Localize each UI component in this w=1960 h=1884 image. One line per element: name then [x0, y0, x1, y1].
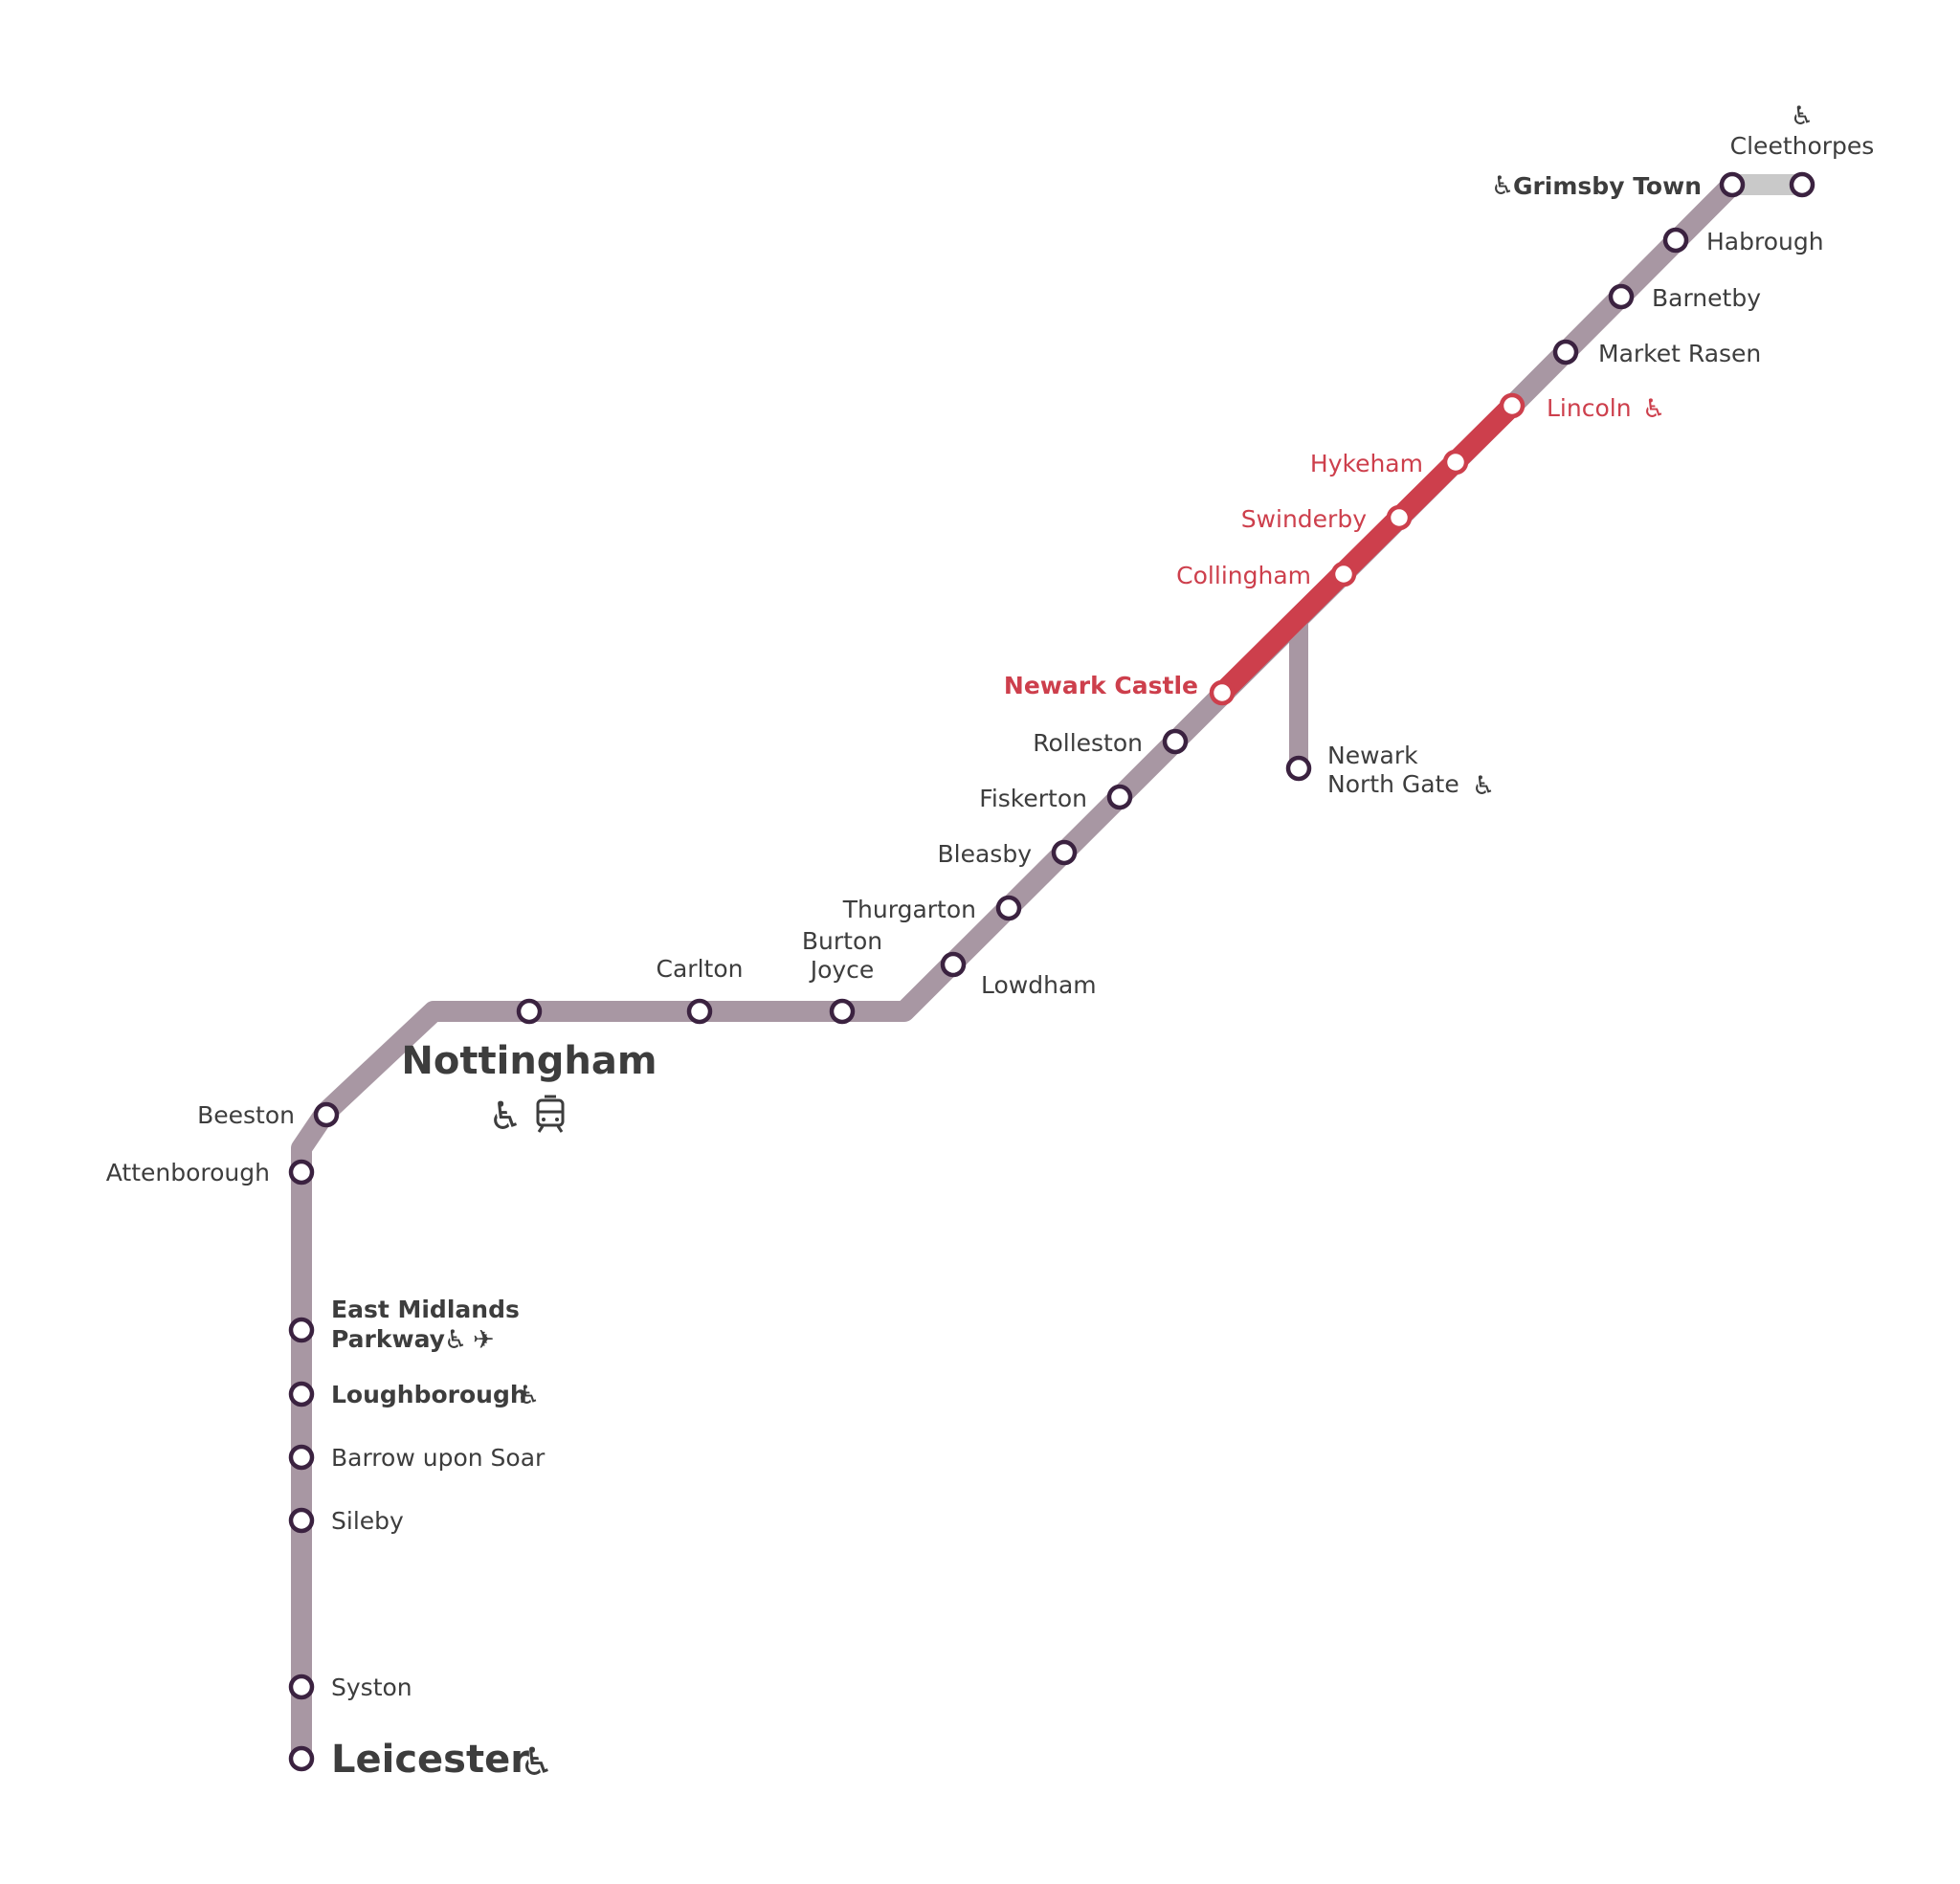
station-label-cleethorpes[interactable]: Cleethorpes: [1730, 132, 1875, 160]
station-label-thurgarton[interactable]: Thurgarton: [842, 896, 976, 923]
station-marker-hykeham[interactable]: [1442, 449, 1469, 476]
station-marker-nottingham[interactable]: [516, 998, 543, 1025]
station-label-bleasby[interactable]: Bleasby: [938, 840, 1033, 868]
station-label-beeston[interactable]: Beeston: [197, 1101, 295, 1129]
station-marker-grimsby-town[interactable]: [1719, 171, 1746, 198]
station-marker-lincoln[interactable]: [1499, 392, 1526, 419]
station-marker-newark-north-gate[interactable]: [1285, 755, 1312, 782]
station-label-hykeham[interactable]: Hykeham: [1310, 450, 1423, 477]
station-marker-attenborough[interactable]: [288, 1159, 315, 1186]
wheelchair-icon: ♿: [1491, 171, 1514, 201]
station-label-barnetby[interactable]: Barnetby: [1652, 284, 1761, 312]
station-marker-loughborough[interactable]: [288, 1381, 315, 1407]
wheelchair-icon: ♿: [444, 1325, 467, 1355]
station-label-newark-north-gate-line2[interactable]: North Gate: [1327, 770, 1459, 798]
station-label-sileby[interactable]: Sileby: [331, 1507, 404, 1535]
station-label-newark-north-gate-line1[interactable]: Newark: [1327, 742, 1418, 769]
station-marker-east-midlands-parkway[interactable]: [288, 1317, 315, 1343]
station-label-carlton[interactable]: Carlton: [657, 955, 744, 983]
station-label-newark-castle[interactable]: Newark Castle: [1004, 672, 1198, 699]
station-label-east-midlands-parkway-line1[interactable]: East Midlands: [331, 1296, 520, 1323]
wheelchair-icon: ♿: [517, 1381, 540, 1410]
station-label-habrough[interactable]: Habrough: [1706, 228, 1824, 255]
station-marker-collingham[interactable]: [1330, 561, 1357, 587]
station-label-nottingham[interactable]: Nottingham: [401, 1039, 657, 1083]
station-marker-cleethorpes[interactable]: [1789, 171, 1815, 198]
station-marker-burton-joyce[interactable]: [829, 998, 856, 1025]
station-marker-leicester[interactable]: [288, 1745, 315, 1772]
station-label-east-midlands-parkway-line2[interactable]: Parkway: [331, 1325, 445, 1353]
station-marker-sileby[interactable]: [288, 1507, 315, 1534]
station-label-leicester[interactable]: Leicester: [331, 1738, 529, 1782]
airplane-icon: ✈: [473, 1325, 495, 1355]
station-label-grimsby-town[interactable]: Grimsby Town: [1513, 172, 1702, 200]
station-label-syston[interactable]: Syston: [331, 1673, 412, 1701]
station-marker-thurgarton[interactable]: [995, 895, 1022, 921]
station-label-loughborough[interactable]: Loughborough: [331, 1381, 527, 1408]
station-marker-fiskerton[interactable]: [1106, 784, 1133, 810]
station-marker-barrow-upon-soar[interactable]: [288, 1444, 315, 1471]
station-label-burton-joyce-line1[interactable]: Burton: [802, 927, 882, 955]
station-label-swinderby[interactable]: Swinderby: [1241, 505, 1368, 533]
station-marker-syston[interactable]: [288, 1673, 315, 1700]
station-labels: ♿ Cleethorpes ♿ Grimsby Town Habrough Ba…: [106, 101, 1875, 1784]
station-marker-lowdham[interactable]: [940, 951, 967, 978]
station-label-collingham[interactable]: Collingham: [1176, 562, 1311, 589]
station-label-rolleston[interactable]: Rolleston: [1033, 729, 1143, 757]
station-label-market-rasen[interactable]: Market Rasen: [1598, 340, 1761, 367]
station-marker-bleasby[interactable]: [1051, 839, 1078, 866]
station-marker-carlton[interactable]: [686, 998, 713, 1025]
station-label-fiskerton[interactable]: Fiskerton: [979, 785, 1087, 812]
station-marker-beeston[interactable]: [313, 1101, 340, 1128]
station-label-attenborough[interactable]: Attenborough: [106, 1159, 270, 1186]
station-marker-barnetby[interactable]: [1608, 283, 1635, 310]
station-label-barrow-upon-soar[interactable]: Barrow upon Soar: [331, 1444, 546, 1472]
station-marker-rolleston[interactable]: [1162, 728, 1189, 755]
station-marker-market-rasen[interactable]: [1552, 339, 1579, 366]
wheelchair-icon: ♿: [1791, 101, 1814, 131]
station-marker-newark-castle[interactable]: [1209, 679, 1236, 706]
route-highlight-newark-lincoln: [1212, 395, 1523, 703]
station-markers: [288, 171, 1815, 1772]
station-marker-habrough[interactable]: [1662, 227, 1689, 254]
station-label-lincoln[interactable]: Lincoln: [1547, 394, 1632, 422]
station-label-lowdham[interactable]: Lowdham: [981, 971, 1097, 999]
wheelchair-icon: ♿: [1642, 394, 1665, 424]
station-marker-swinderby[interactable]: [1386, 504, 1413, 531]
station-label-burton-joyce-line2[interactable]: Joyce: [809, 956, 875, 984]
wheelchair-icon: ♿: [488, 1095, 523, 1139]
wheelchair-icon: ♿: [1472, 771, 1495, 801]
tram-icon: [536, 1095, 565, 1133]
wheelchair-icon: ♿: [520, 1740, 554, 1784]
